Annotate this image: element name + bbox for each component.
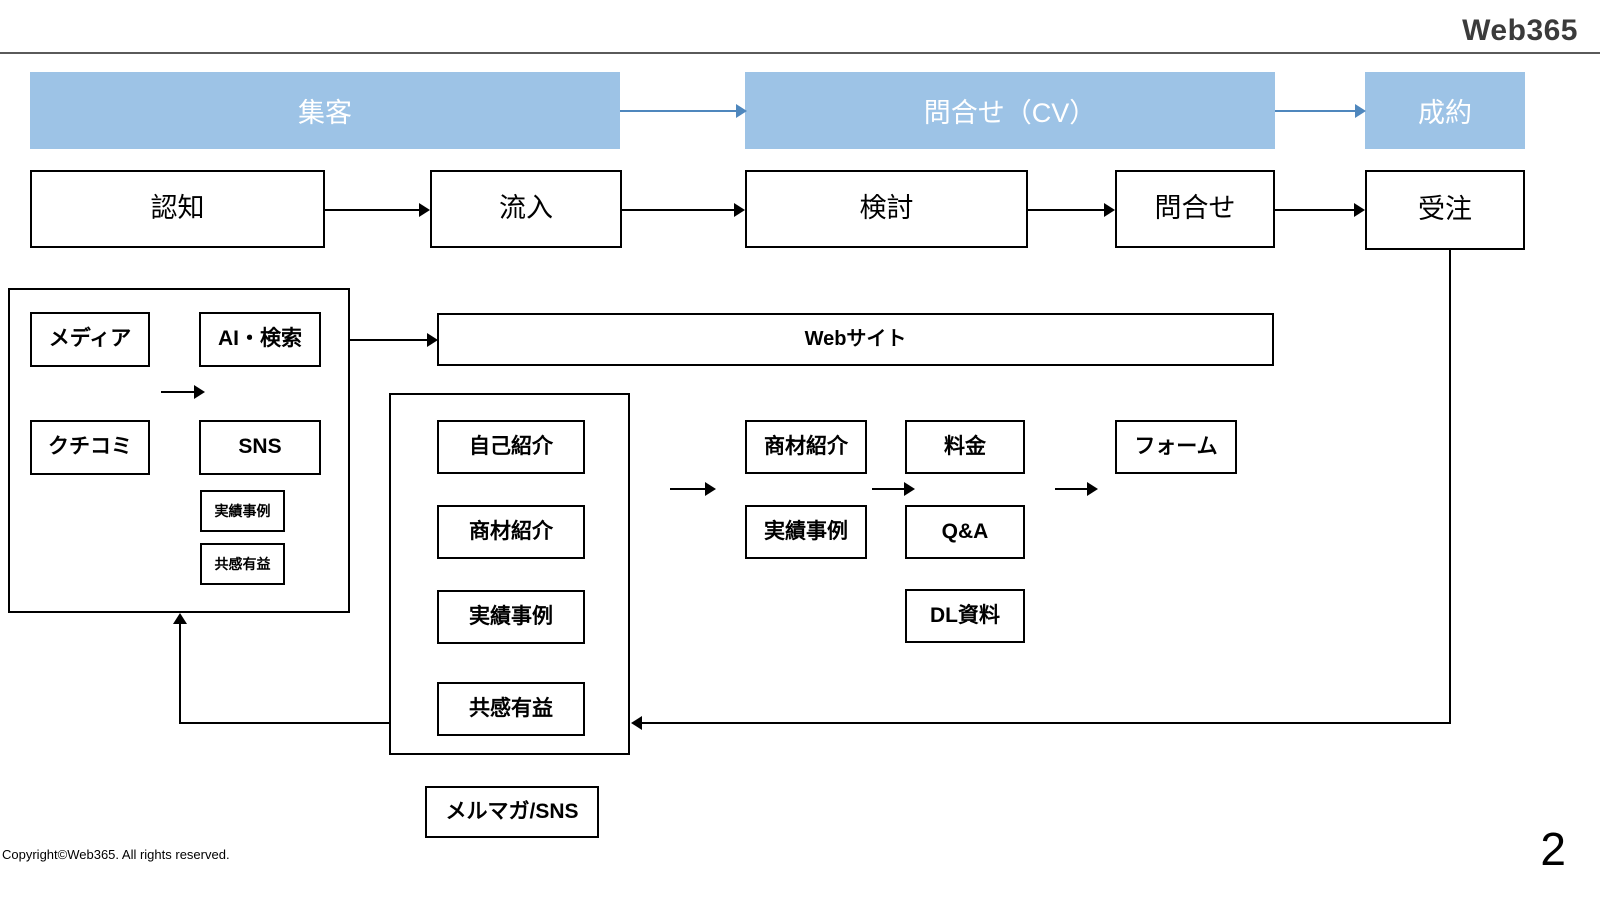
banner-connector-1-arrow bbox=[736, 104, 747, 118]
feedback-arrow-head bbox=[631, 716, 642, 730]
banner-connector-2-arrow bbox=[1355, 104, 1366, 118]
brand-logo: Web365 bbox=[1462, 14, 1578, 47]
inquiry-to-form-arrow bbox=[1087, 482, 1098, 496]
stage-box-inquiry: 問合せ bbox=[1115, 170, 1275, 248]
stage-connector-1-line bbox=[325, 209, 419, 211]
content-to-consideration-line bbox=[670, 488, 705, 490]
content-box-product-intro: 商材紹介 bbox=[437, 505, 585, 559]
banner-contract: 成約 bbox=[1365, 72, 1525, 149]
stage-connector-4-line bbox=[1275, 209, 1354, 211]
banner-inquiry: 問合せ（CV） bbox=[745, 72, 1275, 149]
recycle-vertical-line bbox=[179, 624, 181, 724]
website-bar: Webサイト bbox=[437, 313, 1274, 366]
form-box: フォーム bbox=[1115, 420, 1237, 474]
recycle-arrow-head bbox=[173, 613, 187, 624]
content-to-consideration-arrow bbox=[705, 482, 716, 496]
channel-box-media: メディア bbox=[30, 312, 150, 367]
stage-box-order: 受注 bbox=[1365, 170, 1525, 250]
stage-box-consideration: 検討 bbox=[745, 170, 1028, 248]
recycle-horizontal-line bbox=[179, 722, 391, 724]
stage-connector-2-arrow bbox=[734, 203, 745, 217]
inquiry-to-form-line bbox=[1055, 488, 1087, 490]
copyright-text: Copyright©Web365. All rights reserved. bbox=[2, 847, 230, 862]
stage-connector-2-line bbox=[622, 209, 734, 211]
consideration-to-inquiry-line bbox=[872, 488, 904, 490]
banner-connector-2-line bbox=[1275, 110, 1355, 112]
content-group-container bbox=[389, 393, 630, 755]
channels-to-website-arrow bbox=[427, 333, 438, 347]
channel-box-ai-search: AI・検索 bbox=[199, 312, 321, 367]
inquiry-box-pricing: 料金 bbox=[905, 420, 1025, 474]
channel-subbox-empathy-benefit: 共感有益 bbox=[200, 543, 285, 585]
feedback-vertical-line bbox=[1449, 250, 1451, 723]
content-box-case-study: 実績事例 bbox=[437, 590, 585, 644]
channels-inner-arrow-line bbox=[161, 391, 194, 393]
content-box-empathy-benefit: 共感有益 bbox=[437, 682, 585, 736]
content-box-self-intro: 自己紹介 bbox=[437, 420, 585, 474]
stage-connector-4-arrow bbox=[1354, 203, 1365, 217]
channel-box-sns: SNS bbox=[199, 420, 321, 475]
consideration-box-product-intro: 商材紹介 bbox=[745, 420, 867, 474]
stage-box-awareness: 認知 bbox=[30, 170, 325, 248]
header-divider bbox=[0, 52, 1600, 54]
stage-connector-3-line bbox=[1028, 209, 1104, 211]
stage-connector-3-arrow bbox=[1104, 203, 1115, 217]
inquiry-box-qa: Q&A bbox=[905, 505, 1025, 559]
banner-connector-1-line bbox=[620, 110, 736, 112]
stage-connector-1-arrow bbox=[419, 203, 430, 217]
channels-to-website-line bbox=[350, 339, 427, 341]
consideration-to-inquiry-arrow bbox=[904, 482, 915, 496]
banner-acquisition: 集客 bbox=[30, 72, 620, 149]
consideration-box-case-study: 実績事例 bbox=[745, 505, 867, 559]
channels-inner-arrow-head bbox=[194, 385, 205, 399]
feedback-horizontal-line bbox=[642, 722, 1451, 724]
page-number: 2 bbox=[1540, 823, 1566, 875]
channel-box-word-of-mouth: クチコミ bbox=[30, 420, 150, 475]
channels-group-container bbox=[8, 288, 350, 613]
channel-subbox-case-study: 実績事例 bbox=[200, 490, 285, 532]
stage-box-inflow: 流入 bbox=[430, 170, 622, 248]
mailmag-box: メルマガ/SNS bbox=[425, 786, 599, 838]
inquiry-box-dl-material: DL資料 bbox=[905, 589, 1025, 643]
